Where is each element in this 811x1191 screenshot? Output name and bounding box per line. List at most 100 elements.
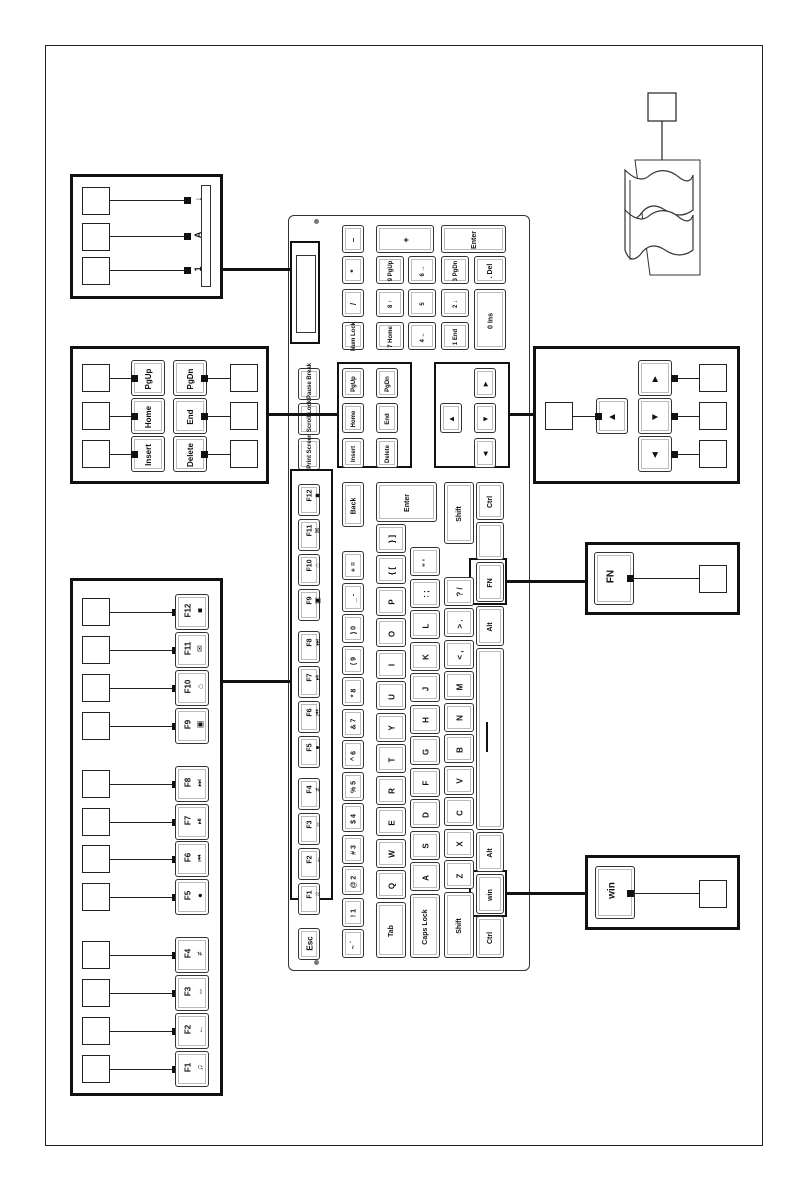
callout-nav-right-1 <box>230 402 258 430</box>
key-f-icon: ⇔ <box>314 821 322 828</box>
key-space <box>476 648 504 830</box>
key-num-10: ) 0 <box>342 614 364 643</box>
key-q-6: U <box>376 681 406 710</box>
fn-detail-icon: ← <box>195 1025 205 1034</box>
key-q-4-label: T <box>387 757 396 762</box>
highlight-indicator <box>290 241 320 344</box>
nav-detail-key-end-label: End <box>186 409 195 425</box>
indicator-leader-0 <box>110 270 185 272</box>
fn-detail-key-f12: F12■ <box>175 594 209 630</box>
arrow-detail-up-label: ▲ <box>607 412 618 422</box>
arrow-detail-right-label: ► <box>650 374 661 384</box>
key-a-3-label: F <box>421 780 430 786</box>
key-numpad-3: 4 ← <box>408 322 436 350</box>
key-q-7: I <box>376 649 406 679</box>
key-num-plus-label: + <box>401 237 411 243</box>
key-f-icon: ⏭ <box>314 639 322 646</box>
key-ctrl-left-label: Ctrl <box>487 931 494 945</box>
key-z-1: X <box>444 828 474 858</box>
key-alt-left: Alt <box>476 832 504 872</box>
kbd-key-pgdn: PgDn <box>376 368 398 398</box>
callout-f1 <box>82 1055 110 1083</box>
nav-dot-right-0 <box>201 375 208 382</box>
key-f10: F10⌂ <box>298 554 322 586</box>
nav-detail-key-delete: Delete <box>173 436 207 472</box>
callout-f2 <box>82 1017 110 1045</box>
key-f11: F11✉ <box>298 519 322 551</box>
fn-detail-key-f3: F3⇔ <box>175 975 209 1011</box>
key-a-1-label: S <box>421 843 430 849</box>
key-f5: F5● <box>298 736 322 768</box>
key-f-icon: ← <box>314 856 322 863</box>
key-esc: Esc <box>298 928 320 960</box>
frow-leader-5 <box>110 859 174 861</box>
nav-dot-right-1 <box>201 413 208 420</box>
indicator-dot-0 <box>184 267 191 274</box>
frow-leader-4 <box>110 897 174 899</box>
kbd-key-pgup-label: PgUp <box>351 376 357 392</box>
key-a-4-label: G <box>421 748 430 755</box>
callout-f5 <box>82 883 110 911</box>
key-f9: F9▣ <box>298 589 322 621</box>
key-alt-right-label: Alt <box>487 622 494 632</box>
connector-nav <box>268 413 338 416</box>
kbd-key-end-label: End <box>385 413 391 425</box>
nav-dot-left-2 <box>131 451 138 458</box>
fn-detail-icon: ⏮ <box>195 854 204 862</box>
key-scroll-lock: Scroll Lock <box>298 400 320 435</box>
kbd-key-right-label: ► <box>481 380 490 388</box>
win-detail-dot <box>627 890 634 897</box>
fn-detail-key-f4: F4≠ <box>175 937 209 973</box>
key-a-9: : ; <box>410 578 440 608</box>
key-q-8: O <box>376 618 406 647</box>
key-z-6: M <box>444 671 474 700</box>
callout-arrow-right-0 <box>699 364 727 392</box>
key-num-zero-label: 0 Ins <box>487 312 494 329</box>
fn-detail-label: F5 <box>183 890 193 901</box>
nav-detail-key-pgup-label: PgUp <box>144 368 153 390</box>
fn-detail-dot <box>627 575 634 582</box>
fn-detail-label: F11 <box>183 641 193 656</box>
key-a-3: F <box>410 767 440 797</box>
kbd-key-delete-label: Delete <box>385 445 391 464</box>
key-num-0-label: ~ ` <box>350 940 357 949</box>
key-ctrl-right: Ctrl <box>476 482 504 520</box>
key-num-11-label: _ - <box>350 593 357 603</box>
kbd-key-down: ▼ <box>474 403 496 433</box>
key-numpad-0: 7 Home <box>376 322 404 350</box>
nav-detail-key-delete-label: Delete <box>186 443 195 468</box>
key-f-icon: ⏮ <box>314 709 322 716</box>
key-numpad-8-label: 3 PgDn <box>453 260 459 282</box>
key-num-minus: – <box>342 225 364 253</box>
key-num-1: ! 1 <box>342 897 364 927</box>
fn-detail-key-f5: F5● <box>175 879 209 915</box>
key-a-1: S <box>410 830 440 860</box>
manual-book-icon <box>624 92 701 276</box>
indicator-dot-1 <box>184 233 191 240</box>
key-a-0-label: A <box>421 874 430 881</box>
nav-leader-right-1 <box>207 416 230 418</box>
nav-dot-left-1 <box>131 413 138 420</box>
key-q-2-label: E <box>387 819 396 826</box>
highlight-nav-cluster <box>337 362 412 468</box>
fn-detail-label: F2 <box>183 1024 193 1035</box>
key-menu <box>476 522 504 560</box>
key-q-3: R <box>376 775 406 805</box>
fn-detail-label: F6 <box>183 852 193 863</box>
key-num-plus: + <box>376 225 434 253</box>
win-detail-label: win <box>606 882 618 899</box>
key-num-6-label: ^ 6 <box>350 750 357 761</box>
indicator-leader-2 <box>110 200 185 202</box>
arrow-detail-down-label: ▼ <box>650 412 661 422</box>
fn-detail-label: F3 <box>183 986 193 997</box>
key-num-dot: . Del <box>474 256 506 284</box>
callout-nav-left-2 <box>82 440 110 468</box>
key-z-6-label: M <box>455 683 464 690</box>
key-a-4: G <box>410 736 440 765</box>
indicator-strip <box>296 255 316 333</box>
key-win: win <box>476 874 504 914</box>
arrow-detail-right: ► <box>638 360 672 396</box>
key-numpad-4: 5 <box>408 289 436 317</box>
fn-detail-key-f1: F1♫ <box>175 1051 209 1087</box>
key-esc-label: Esc <box>305 936 315 951</box>
